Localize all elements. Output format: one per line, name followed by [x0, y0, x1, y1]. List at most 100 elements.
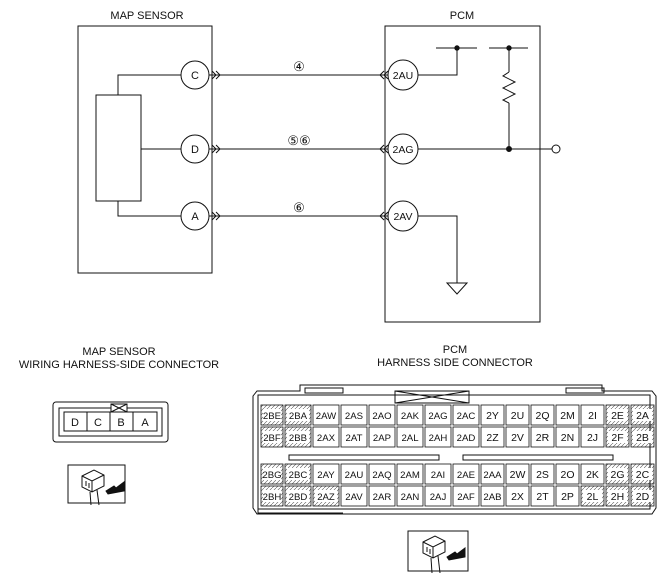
pcm-pin-cell-face	[583, 490, 602, 502]
pcm-connector-title-2: HARNESS SIDE CONNECTOR	[377, 357, 533, 369]
pcm-pin-label: 2AG	[428, 411, 447, 422]
pcm-pin-2ag-label: 2AG	[392, 144, 413, 156]
pcm-pin-label: 2BE	[263, 411, 281, 422]
sensor-pin-d-label: D	[191, 144, 199, 156]
pcm-pin-cell	[480, 463, 505, 485]
pcm-pin-label: 2X	[511, 491, 524, 503]
pcm-pin-cell	[580, 426, 605, 448]
plug-view-icon-pcm	[407, 530, 469, 574]
map-connector-pins: D C B A	[71, 417, 149, 429]
map-connector	[52, 401, 169, 443]
pcm-pin-label: 2E	[611, 410, 624, 422]
wire-c-mark: ④	[293, 59, 305, 74]
pcm-pin-cell	[505, 463, 530, 485]
pcm-pin-cell	[340, 426, 368, 448]
pcm-pin-cell	[396, 426, 424, 448]
pcm-pin-cell	[452, 426, 480, 448]
pcm-pin-cell	[312, 404, 340, 426]
pcm-pin-cell-face	[608, 409, 627, 421]
pcm-pin-cell	[452, 463, 480, 485]
pcm-pin-label: 2R	[536, 432, 550, 444]
pcm-pin-2au: 2AU	[387, 59, 419, 91]
pcm-pin-cell	[424, 485, 452, 507]
pcm-pin-cell	[505, 485, 530, 507]
pcm-pin-label: 2AI	[431, 470, 445, 481]
pcm-pin-cell	[424, 463, 452, 485]
pcm-pin-cell	[396, 463, 424, 485]
pcm-pin-label: 2AL	[401, 433, 419, 444]
pcm-pin-label: 2AO	[372, 411, 391, 422]
pcm-pin-label: 2AM	[400, 470, 420, 481]
pcm-pin-label: 2M	[560, 410, 575, 422]
pcm-pin-cell	[505, 404, 530, 426]
pcm-pin-cell-face	[633, 468, 652, 480]
pcm-pin-label: 2AY	[317, 470, 335, 481]
pcm-pin-cell	[368, 426, 396, 448]
pcm-pin-cell	[424, 426, 452, 448]
pcm-pin-label: 2BF	[263, 433, 281, 444]
pcm-internal-circuit	[418, 45, 561, 295]
map-pin-c: C	[94, 417, 102, 429]
pcm-pin-cell	[480, 485, 505, 507]
pcm-pin-cell	[340, 485, 368, 507]
pcm-pin-cell	[555, 463, 580, 485]
pcm-pin-label: 2AW	[316, 411, 337, 422]
pcm-pin-cell	[580, 404, 605, 426]
pcm-pin-cell	[480, 404, 505, 426]
pcm-pin-label: 2N	[561, 432, 574, 444]
pcm-pin-cell	[580, 463, 605, 485]
pcm-pin-cell-face	[263, 431, 281, 443]
pcm-pin-cell-face	[608, 490, 627, 502]
pcm-pin-cell	[312, 426, 340, 448]
sensor-pin-d: D	[180, 134, 210, 164]
pcm-pin-label: 2AR	[373, 492, 392, 503]
wire-c	[209, 70, 390, 80]
pcm-pin-label: 2AT	[346, 433, 363, 444]
pcm-pin-cell	[396, 485, 424, 507]
pcm-pin-label: 2AF	[457, 492, 475, 503]
map-pin-b: B	[117, 417, 124, 429]
pcm-pin-label: 2BD	[289, 492, 308, 503]
pcm-pin-cell-face	[263, 409, 281, 421]
pcm-pin-cell	[368, 404, 396, 426]
wire-a	[209, 211, 390, 221]
pcm-pin-cell-face	[287, 468, 309, 480]
pcm-pin-cell-face	[608, 468, 627, 480]
pcm-pin-label: 2AJ	[430, 492, 447, 503]
pcm-pin-label: 2AB	[483, 492, 501, 503]
pcm-pin-label: 2AV	[345, 492, 363, 503]
pcm-pin-cell	[312, 463, 340, 485]
pcm-pin-label: 2AS	[345, 411, 363, 422]
pcm-pin-cell	[424, 404, 452, 426]
plug-view-icon	[67, 464, 126, 506]
pcm-pin-label: 2AN	[401, 492, 420, 503]
pcm-pin-label: 2Z	[486, 432, 499, 444]
pcm-pin-cell	[340, 463, 368, 485]
pcm-pin-2ag: 2AG	[387, 133, 419, 165]
pcm-pin-label: 2AH	[429, 433, 448, 444]
pcm-pin-label: 2AU	[345, 470, 364, 481]
pcm-pin-label: 2A	[636, 410, 649, 422]
pcm-pin-cell	[396, 404, 424, 426]
pcm-pin-cell	[555, 404, 580, 426]
pcm-pin-label: 2BB	[289, 433, 307, 444]
pcm-pin-2av: 2AV	[387, 200, 419, 232]
sensor-pin-a-label: A	[191, 211, 199, 223]
pcm-pin-cell	[555, 485, 580, 507]
map-connector-title-2: WIRING HARNESS-SIDE CONNECTOR	[19, 359, 219, 371]
pcm-pin-label: 2D	[636, 491, 650, 503]
pcm-pin-label: 2AE	[457, 470, 475, 481]
pcm-pin-label: 2Y	[486, 410, 499, 422]
pcm-pin-cell-face	[633, 431, 652, 443]
pcm-pin-label: 2V	[511, 432, 524, 444]
pcm-pin-label: 2AD	[457, 433, 476, 444]
pcm-pin-label: 2T	[536, 491, 549, 503]
wire-a-mark: ⑥	[293, 200, 305, 215]
pcm-pin-label: 2BC	[289, 470, 308, 481]
pcm-pin-label: 2AA	[483, 470, 502, 481]
sensor-element	[95, 94, 142, 202]
pcm-connector-title-1: PCM	[443, 344, 467, 356]
pcm-pin-label: 2K	[586, 469, 599, 481]
pcm-pin-label: 2U	[511, 410, 524, 422]
pcm-pin-label: 2I	[588, 410, 597, 422]
